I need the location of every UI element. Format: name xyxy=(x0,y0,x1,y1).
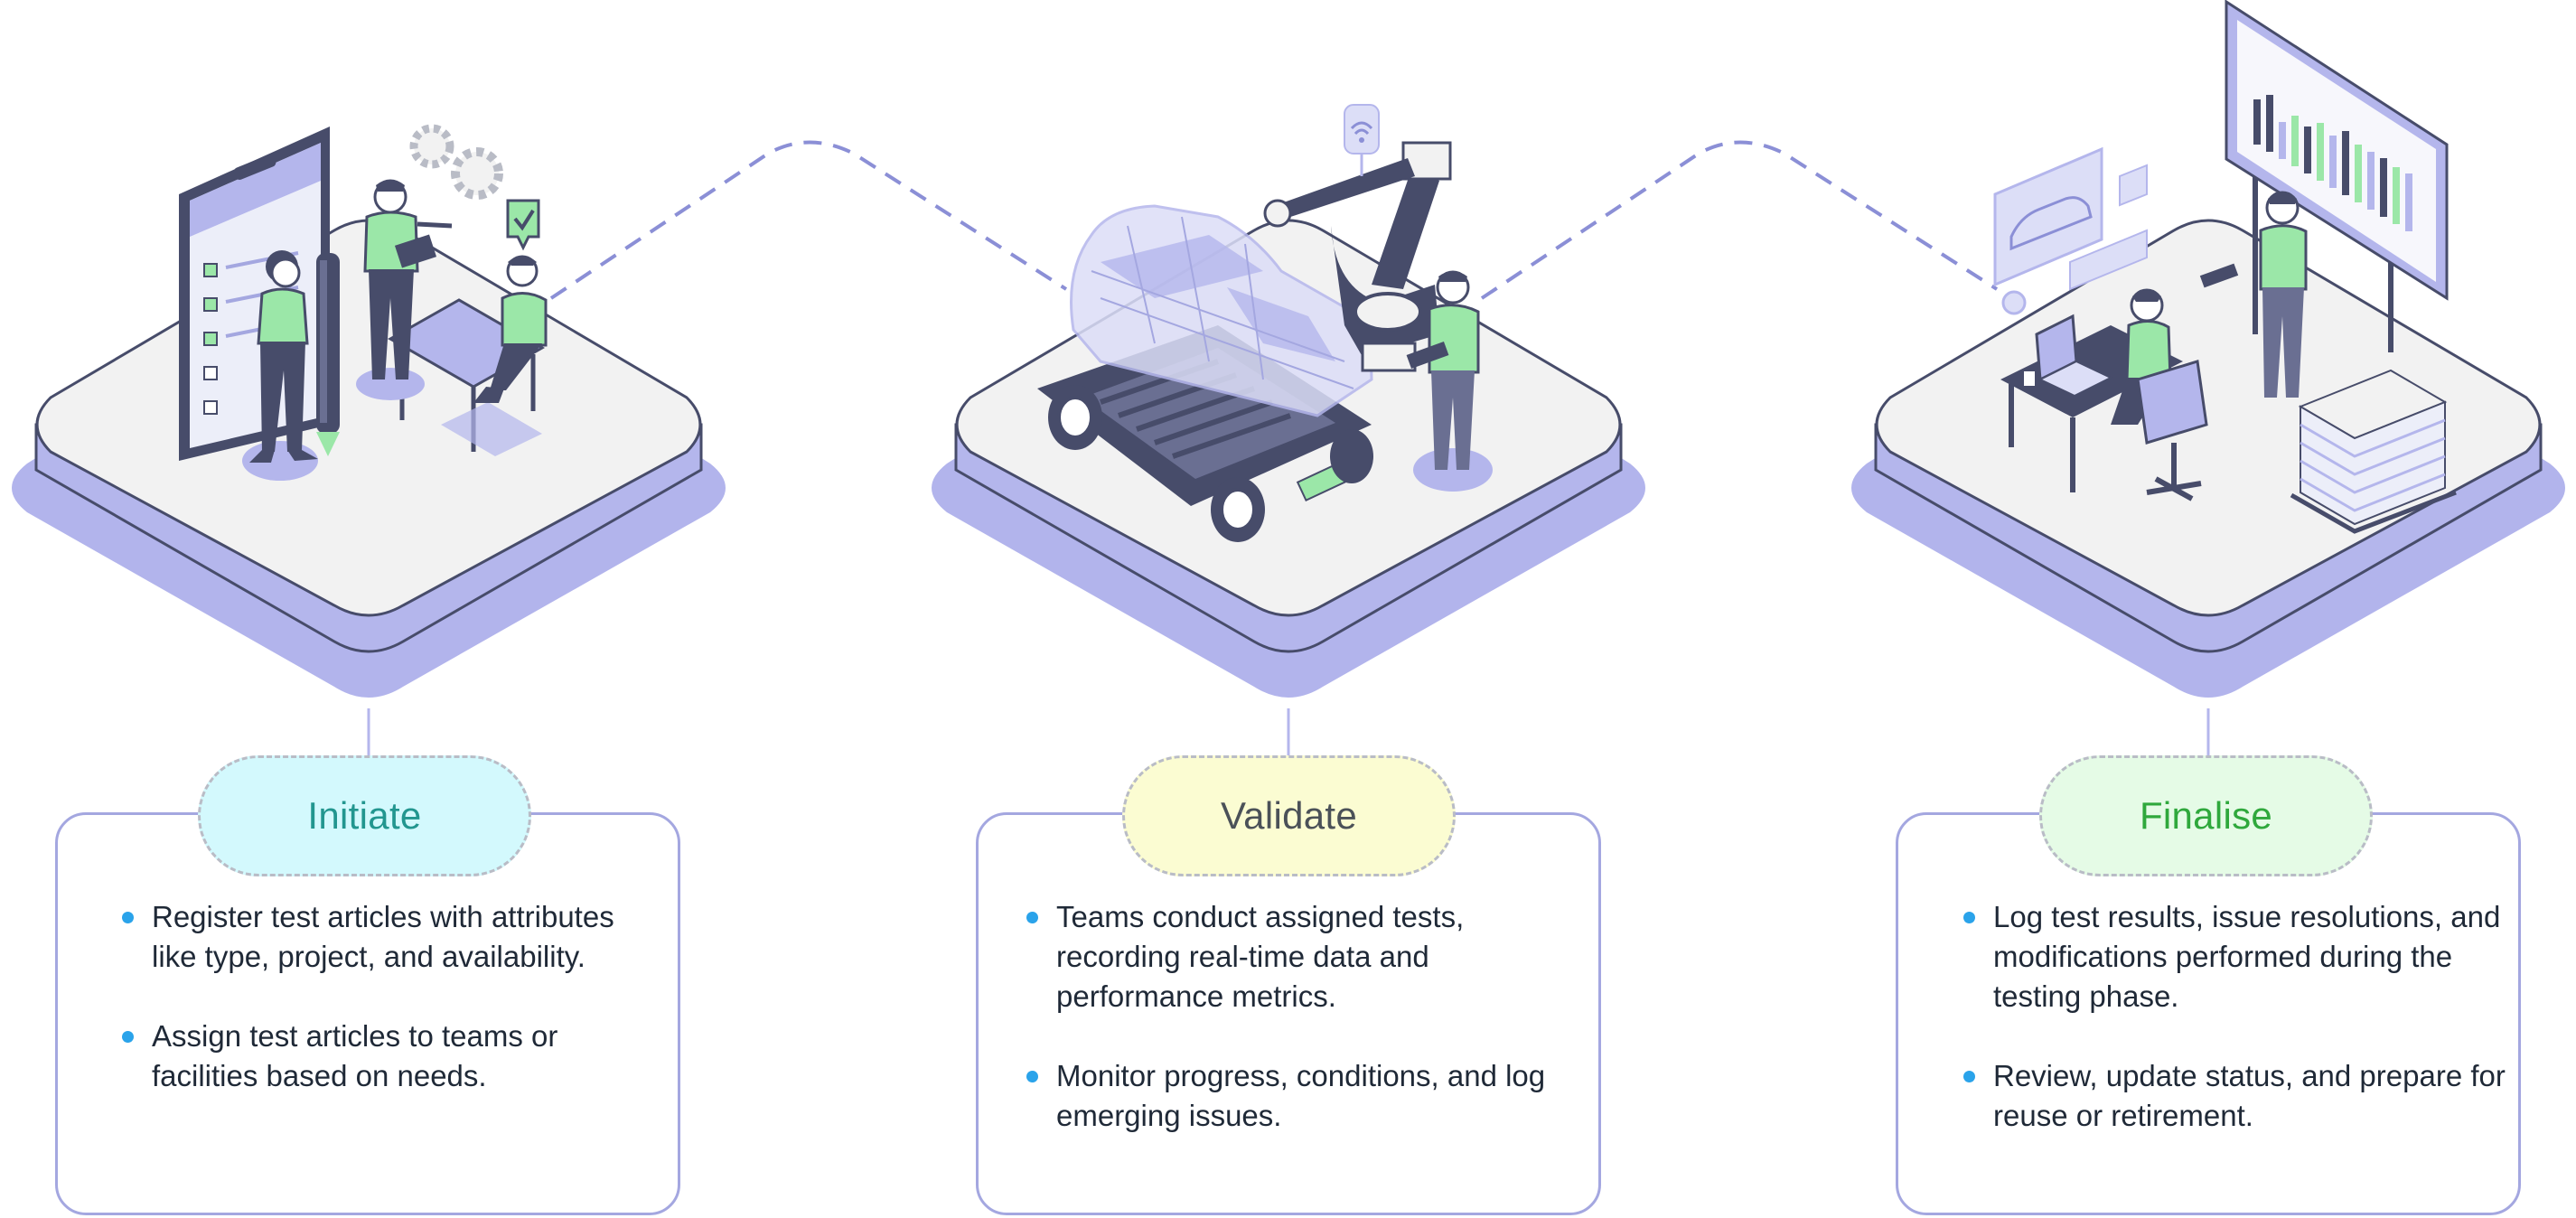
stage-card-finalise xyxy=(1896,812,2521,1215)
stage-bullets-validate: Teams conduct assigned tests, recording … xyxy=(1026,897,1569,1176)
platform-validate xyxy=(932,104,1645,698)
bullet-item: Teams conduct assigned tests, recording … xyxy=(1026,897,1569,1017)
check-bubble-icon xyxy=(506,199,540,251)
chart-board xyxy=(2225,0,2449,352)
stage-card-validate xyxy=(976,812,1601,1215)
connector-dashed-2 xyxy=(1480,140,1999,300)
stage-title-validate: Validate xyxy=(1122,755,1456,876)
person-man-standing xyxy=(356,179,453,400)
paper-stack xyxy=(2290,369,2457,534)
car-chassis xyxy=(1037,325,1372,506)
stage-bullets-finalise: Log test results, issue resolutions, and… xyxy=(1963,897,2506,1176)
bullet-item: Review, update status, and prepare for r… xyxy=(1963,1056,2506,1136)
bullet-item: Monitor progress, conditions, and log em… xyxy=(1026,1056,1569,1136)
bullet-item: Register test articles with attributes l… xyxy=(122,897,664,977)
wheel-icon xyxy=(1048,385,1373,542)
car-wireframe xyxy=(1070,204,1373,417)
person-woman xyxy=(242,250,318,481)
stage-card-initiate xyxy=(55,812,680,1215)
stage-bullets-initiate: Register test articles with attributes l… xyxy=(122,897,664,1136)
bar-chart-icon xyxy=(2253,95,2412,231)
stage-title-finalise: Finalise xyxy=(2039,755,2373,876)
platform-finalise xyxy=(1851,0,2565,698)
car-panel-icon xyxy=(1993,146,2148,315)
connector-dashed-1 xyxy=(549,140,1068,300)
platform-initiate xyxy=(12,124,726,698)
person-seated xyxy=(2111,288,2208,501)
bullet-item: Assign test articles to teams or facilit… xyxy=(122,1017,664,1096)
person-analyst xyxy=(2199,191,2308,398)
bullet-item: Log test results, issue resolutions, and… xyxy=(1963,897,2506,1017)
wifi-icon xyxy=(1344,104,1380,176)
stage-title-initiate: Initiate xyxy=(198,755,531,876)
gear-icon xyxy=(409,124,503,200)
person-engineer xyxy=(1406,270,1493,492)
pen-illustration xyxy=(316,253,340,456)
person-seated xyxy=(473,255,548,403)
robot-arm xyxy=(1263,141,1452,372)
clipboard-illustration xyxy=(179,126,330,461)
